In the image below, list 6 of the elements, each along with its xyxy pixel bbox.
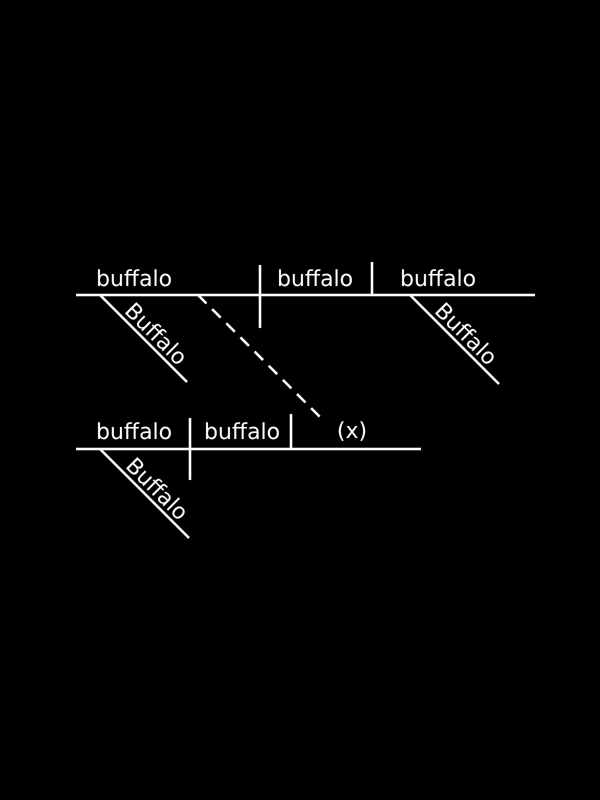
word-label: buffalo bbox=[96, 268, 198, 295]
word-label: buffalo bbox=[96, 421, 172, 445]
word-label: buffalo bbox=[400, 268, 476, 292]
placeholder-label: (x) bbox=[323, 420, 381, 446]
word-label: buffalo bbox=[277, 268, 354, 292]
word-label: buffalo bbox=[204, 421, 280, 445]
